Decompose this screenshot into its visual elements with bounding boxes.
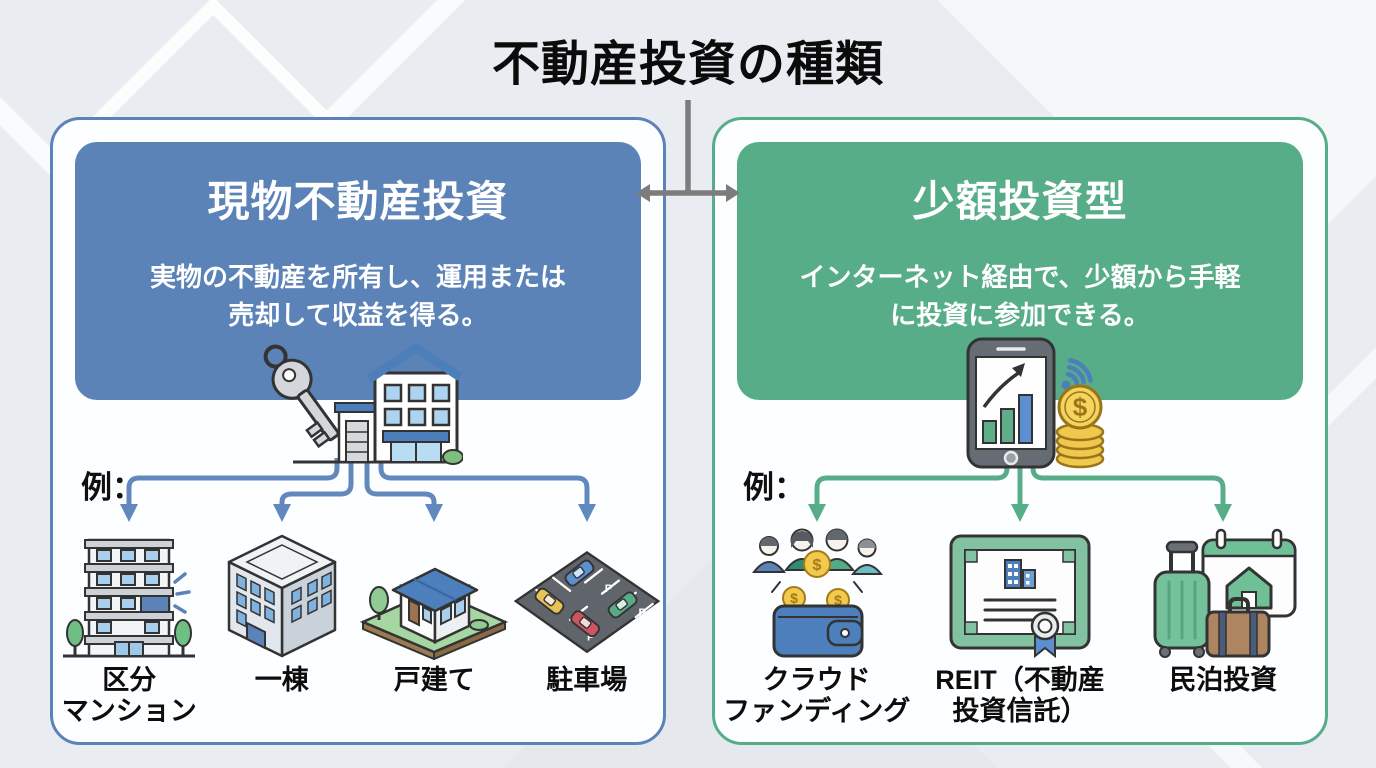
- svg-text:P: P: [605, 583, 613, 595]
- small-amount-panel-title: 少額投資型: [912, 178, 1128, 225]
- physical-examples-row: 区分 マンション: [53, 528, 663, 727]
- example-item-whole-building: 一棟: [206, 528, 359, 727]
- small-amount-panel-description: インターネット経由で、少額から手軽 に投資に参加できる。: [799, 262, 1241, 330]
- example-label: 区分 マンション: [61, 665, 197, 727]
- example-item-kubun-mansion: 区分 マンション: [53, 528, 206, 727]
- example-label: クラウド ファンディング: [723, 665, 911, 727]
- small-amount-examples-label: 例：: [743, 470, 805, 505]
- phone-investment-icon: $: [966, 337, 1105, 469]
- key-glyph: [263, 344, 340, 449]
- physical-investment-panel: 現物不動産投資 実物の不動産を所有し、運用または 売却して収益を得る。: [50, 117, 666, 745]
- example-item-parking: P P P P: [511, 528, 664, 727]
- key-house-icon: [263, 343, 463, 465]
- physical-branch-arrows: [120, 458, 596, 522]
- example-label: 一棟: [254, 665, 309, 695]
- reit-certificate-icon: [945, 528, 1095, 660]
- physical-header-box: 現物不動産投資 実物の不動産を所有し、運用または 売却して収益を得る。: [75, 142, 641, 400]
- example-item-minpaku: 民泊投資: [1122, 528, 1325, 727]
- crowdfunding-icon: $ $ $: [742, 528, 892, 660]
- small-amount-examples-row: $ $ $ クラウド ファンディング: [715, 528, 1325, 727]
- example-item-detached-house: 戸建て: [358, 528, 511, 727]
- svg-text:$: $: [1073, 392, 1088, 422]
- svg-text:$: $: [790, 590, 798, 606]
- small-amount-panel: 少額投資型 インターネット経由で、少額から手軽 に投資に参加できる。: [712, 117, 1328, 745]
- example-item-reit: REIT（不動産 投資信託）: [918, 528, 1121, 727]
- small-amount-branch-arrows: [808, 458, 1232, 522]
- condo-building-icon: [59, 528, 199, 660]
- whole-building-icon: [217, 528, 347, 660]
- svg-text:P: P: [638, 607, 646, 619]
- example-label: 戸建て: [393, 665, 475, 695]
- example-item-crowdfunding: $ $ $ クラウド ファンディング: [715, 528, 918, 727]
- parking-lot-icon: P P P P: [512, 528, 662, 660]
- example-label: REIT（不動産 投資信託）: [935, 665, 1105, 727]
- detached-house-icon: [359, 528, 509, 660]
- physical-examples-label: 例：: [81, 470, 143, 505]
- svg-text:P: P: [587, 632, 595, 644]
- svg-text:$: $: [834, 592, 842, 608]
- example-label: 駐車場: [546, 665, 628, 695]
- example-label: 民泊投資: [1169, 665, 1278, 695]
- title-connector-arrow: [636, 100, 740, 202]
- svg-text:$: $: [812, 557, 821, 574]
- page-title: 不動産投資の種類: [491, 38, 884, 91]
- minpaku-travel-icon: [1143, 528, 1303, 660]
- physical-panel-description: 実物の不動産を所有し、運用または 売却して収益を得る。: [149, 262, 566, 330]
- physical-panel-title: 現物不動産投資: [207, 178, 509, 225]
